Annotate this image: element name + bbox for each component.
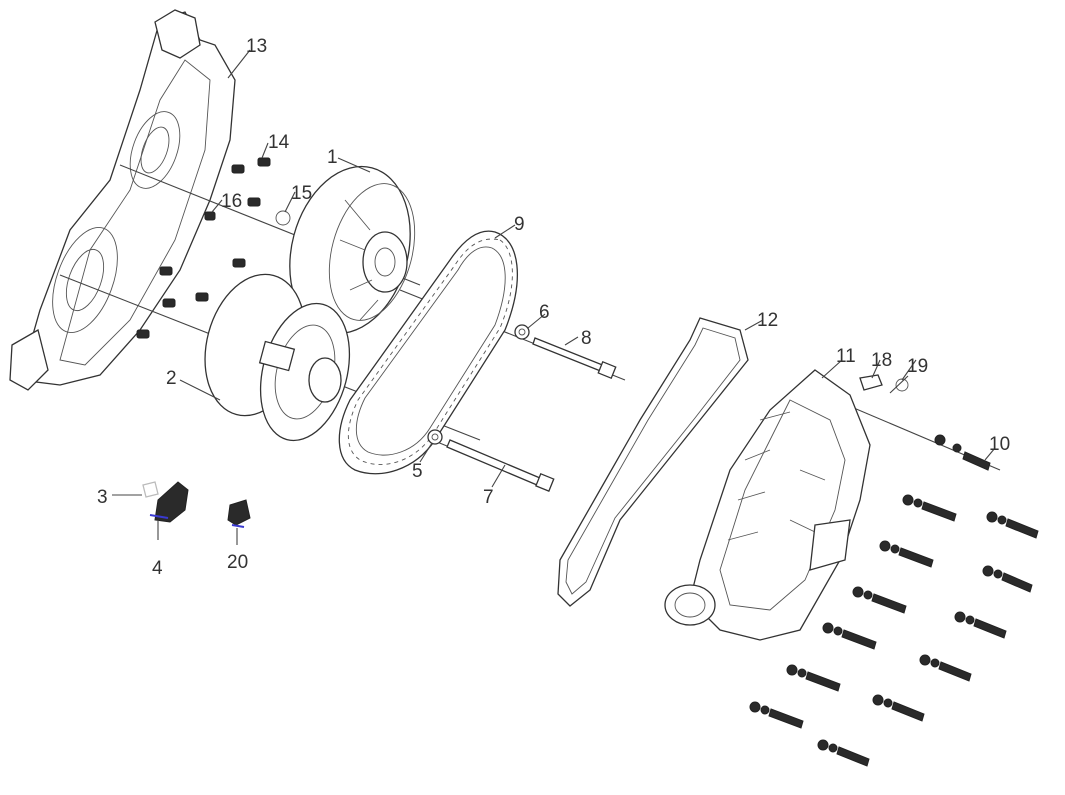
washer-part-5 — [427, 429, 443, 445]
inner-cover-part-13 — [9, 9, 236, 391]
roller-part-4 — [149, 481, 189, 523]
callout-7: 7 — [483, 487, 494, 508]
outer-cover-part-11 — [664, 369, 871, 641]
callout-13: 13 — [246, 36, 267, 57]
callout-20: 20 — [227, 552, 248, 573]
bolt-part-8 — [532, 337, 617, 380]
callout-9: 9 — [514, 214, 525, 235]
callout-6: 6 — [539, 302, 550, 323]
callout-8: 8 — [581, 328, 592, 349]
callout-1: 1 — [327, 147, 338, 168]
driven-pulley-part-2 — [204, 273, 351, 442]
callout-10: 10 — [989, 434, 1010, 455]
callout-5: 5 — [412, 461, 423, 482]
gasket-part-12 — [557, 317, 749, 607]
callout-16: 16 — [221, 191, 242, 212]
callout-4: 4 — [152, 558, 163, 579]
callout-11: 11 — [836, 346, 856, 367]
bolt-part-7 — [446, 439, 555, 492]
callout-2: 2 — [166, 368, 177, 389]
drive-belt-part-9 — [338, 230, 518, 475]
callout-18: 18 — [871, 350, 892, 371]
washer-part-6 — [514, 324, 530, 340]
callout-3: 3 — [97, 487, 108, 508]
callout-15: 15 — [291, 183, 312, 204]
clip-part-18 — [859, 374, 883, 391]
callout-12: 12 — [757, 310, 778, 331]
leader-lines — [112, 49, 996, 545]
callout-19: 19 — [907, 356, 928, 377]
bolt-part-10 — [934, 434, 991, 471]
callout-14: 14 — [268, 132, 290, 153]
drive-pulley-part-1 — [289, 165, 416, 335]
cover-bolts — [136, 157, 291, 339]
weight-part-20 — [227, 499, 251, 528]
slider-part-3 — [142, 481, 159, 498]
outer-cover-bolts — [749, 494, 1039, 767]
pin-part-19 — [889, 375, 909, 394]
